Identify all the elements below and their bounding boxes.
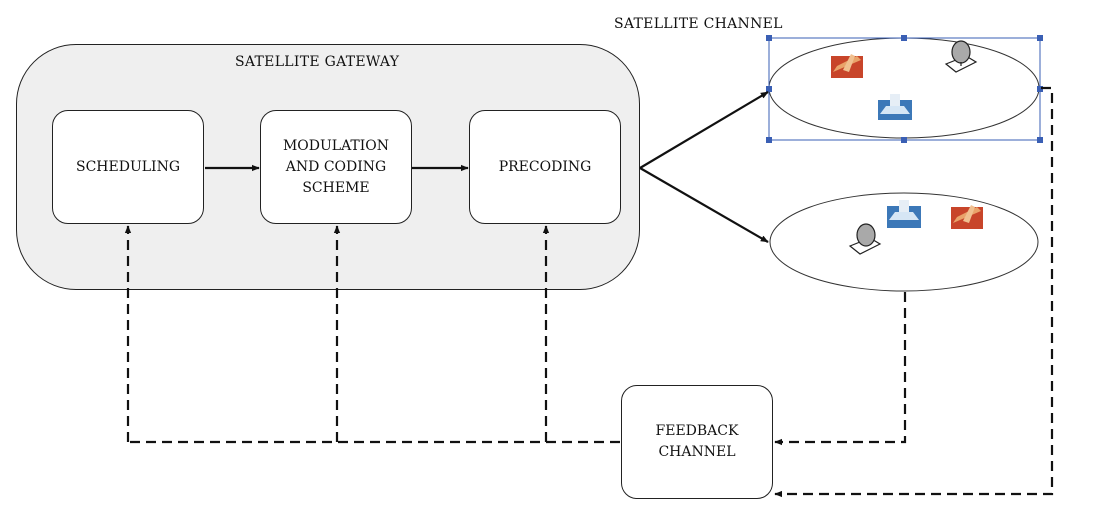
resize-handle [1037,137,1043,143]
satellite-gateway-label: SATELLITE GATEWAY [235,54,400,70]
resize-handle [1037,86,1043,92]
beam-ellipse-1[interactable] [768,37,1040,139]
modulation-coding-block[interactable]: MODULATION AND CODING SCHEME [260,110,412,224]
aircraft-icon [951,205,983,229]
resize-handle [1037,35,1043,41]
modulation-coding-label: MODULATION AND CODING SCHEME [282,137,390,196]
satellite-dish-icon [944,40,978,73]
feedback-path-beam2 [774,292,907,446]
resize-handle [766,86,772,92]
feedback-channel-label: FEEDBACK CHANNEL [655,423,739,460]
satellite-dish-icon [848,223,882,255]
precoding-label: PRECODING [498,158,592,175]
resize-handle [766,35,772,41]
feedback-path-beam1 [774,86,1054,498]
feedback-channel-block[interactable]: FEEDBACK CHANNEL [621,385,773,499]
ship-icon [878,94,912,120]
satellite-channel-label: SATELLITE CHANNEL [614,16,783,32]
arrow-precoding-to-beam1 [639,91,769,169]
precoding-block[interactable]: PRECODING [469,110,621,224]
selection-box[interactable] [766,35,1043,143]
resize-handle [901,35,907,41]
aircraft-icon [831,54,863,78]
scheduling-block[interactable]: SCHEDULING [52,110,204,224]
resize-handle [901,137,907,143]
scheduling-label: SCHEDULING [75,158,180,175]
arrow-precoding-to-beam2 [639,167,769,243]
resize-handle [766,137,772,143]
ship-icon [887,200,921,228]
